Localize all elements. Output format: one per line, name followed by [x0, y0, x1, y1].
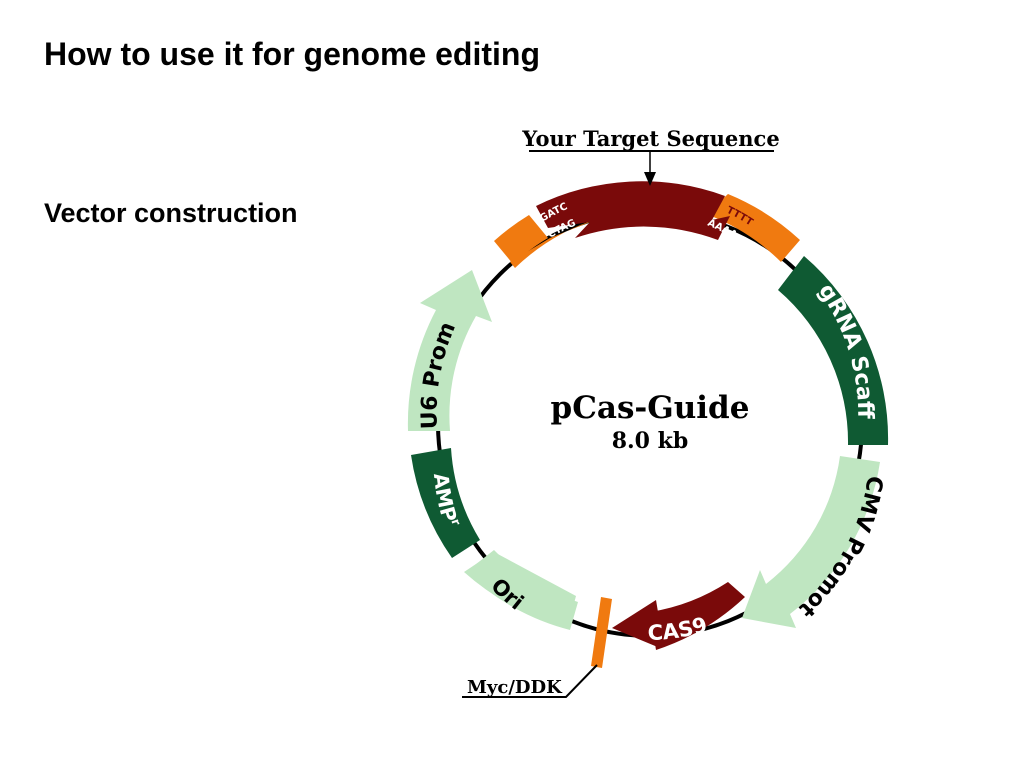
target-sequence-insert	[536, 181, 730, 240]
ori-feature-body	[466, 550, 578, 630]
myc-ddk-label: Myc/DDK	[467, 677, 563, 698]
slide-title: How to use it for genome editing	[44, 36, 540, 72]
left-orange-flank-inner	[510, 218, 600, 268]
target-sequence-label: Your Target Sequence	[521, 126, 779, 151]
myc-ddk-tag	[591, 597, 612, 668]
left-orange-flank	[494, 215, 548, 264]
amp-resistance-feature	[411, 448, 480, 558]
cas9-feature-body	[650, 582, 745, 650]
u6-promoter-label: U6 Promoter	[0, 0, 461, 430]
target-arrow-head	[644, 172, 656, 186]
myc-ddk-leader-line	[462, 664, 598, 698]
u6-promoter-feature	[407, 270, 492, 431]
plasmid-name: pCas-Guide	[551, 390, 750, 426]
right-orange-flank	[706, 194, 800, 262]
grna-scaffold-feature	[778, 256, 889, 445]
plasmid-size: 8.0 kb	[612, 428, 689, 454]
cmv-promoter-feature	[742, 456, 880, 628]
section-heading: Vector construction	[44, 198, 298, 228]
